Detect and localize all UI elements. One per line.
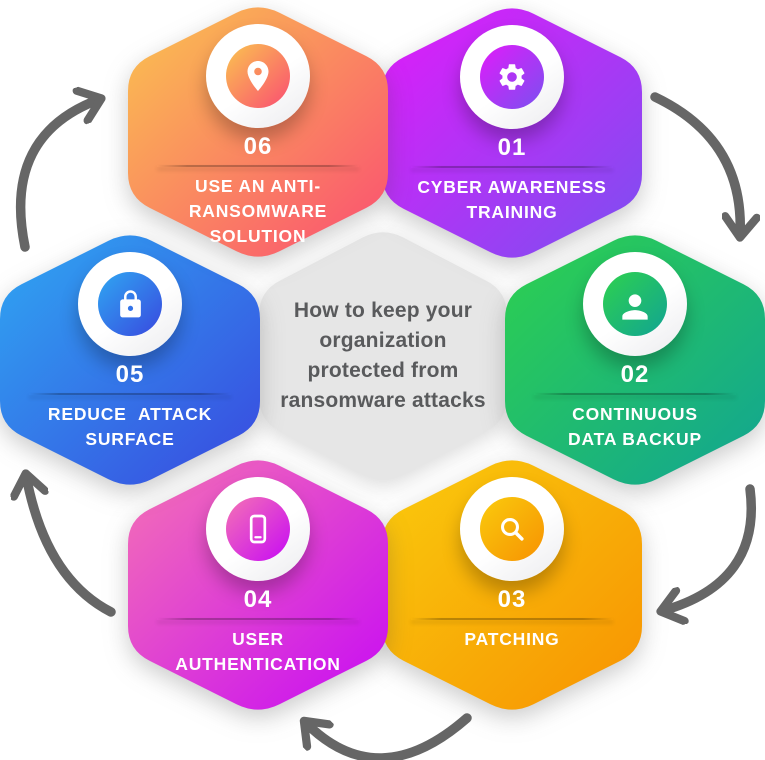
step-divider	[410, 166, 614, 168]
hexagon-step-04: 04 USER AUTHENTICATION	[128, 455, 388, 715]
step-label: USE AN ANTI- RANSOMWARE SOLUTION	[188, 176, 328, 246]
step-number: 01	[497, 134, 527, 161]
hexagon-shape	[128, 7, 388, 257]
icon-disc	[480, 497, 544, 561]
icon-badge	[206, 477, 310, 581]
step-number: 04	[243, 586, 273, 613]
step-divider	[533, 393, 737, 395]
hexagon-step-06: 06 USE AN ANTI- RANSOMWARE SOLUTION	[128, 2, 388, 262]
hexagon-step-01: 01 CYBER AWARENESS TRAINING	[382, 3, 642, 263]
step-label: REDUCE ATTACK SURFACE	[47, 404, 213, 449]
arrow-05-to-06	[15, 99, 100, 252]
center-hexagon: How to keep your organization protected …	[259, 227, 507, 485]
icon-badge	[206, 24, 310, 128]
hexagon-step-02: 02 CONTINUOUS DATA BACKUP	[505, 230, 765, 490]
icon-badge	[460, 477, 564, 581]
arrow-03-to-04	[305, 713, 472, 760]
icon-disc	[226, 44, 290, 108]
step-label: CONTINUOUS DATA BACKUP	[568, 404, 702, 449]
step-divider	[28, 393, 232, 395]
hexagon-shape	[0, 235, 260, 485]
center-hexagon-shape	[259, 232, 507, 480]
step-label: USER AUTHENTICATION	[175, 629, 341, 674]
icon-badge	[583, 252, 687, 356]
step-label: PATCHING	[464, 629, 560, 649]
step-number: 06	[243, 133, 273, 160]
step-divider	[156, 165, 360, 167]
smartphone-icon	[249, 514, 267, 544]
arrow-02-to-03	[662, 484, 756, 611]
step-divider	[156, 618, 360, 620]
hexagon-shape	[505, 235, 765, 485]
hexagon-step-05: 05 REDUCE ATTACK SURFACE	[0, 230, 260, 490]
hexagon-shape	[128, 460, 388, 710]
search-icon	[501, 518, 524, 541]
hexagon-shape	[382, 460, 642, 710]
icon-badge	[78, 252, 182, 356]
gear-icon	[499, 64, 525, 90]
step-number: 05	[115, 361, 145, 388]
icon-disc	[98, 272, 162, 336]
lock-icon	[119, 289, 141, 317]
step-number: 03	[497, 586, 527, 613]
icon-badge	[460, 25, 564, 129]
icon-disc	[603, 272, 667, 336]
arrow-01-to-02	[650, 92, 740, 236]
hexagon-shape	[382, 8, 642, 258]
step-label: CYBER AWARENESS TRAINING	[417, 177, 607, 222]
icon-disc	[480, 45, 544, 109]
step-divider	[410, 618, 614, 620]
arrow-04-to-05	[26, 475, 116, 617]
location-pin-icon	[247, 61, 269, 91]
person-icon	[622, 294, 648, 320]
center-title: How to keep your organization protected …	[280, 299, 486, 412]
step-number: 02	[620, 361, 650, 388]
hexagon-step-03: 03 PATCHING	[382, 455, 642, 715]
icon-disc	[226, 497, 290, 561]
